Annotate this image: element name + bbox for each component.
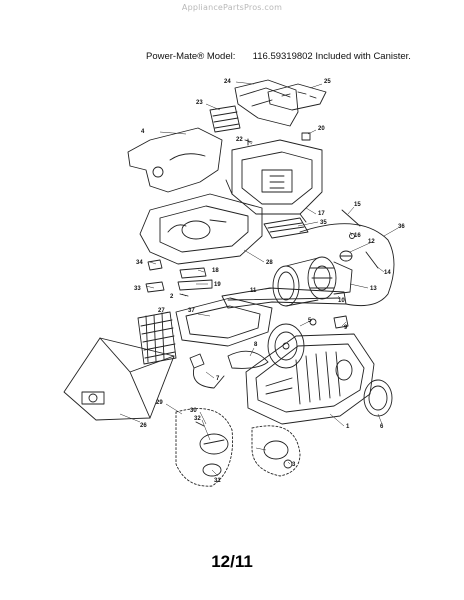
part-motor xyxy=(272,256,353,307)
callout-34: 34 xyxy=(136,260,143,266)
callout-31: 31 xyxy=(214,478,221,484)
callout-7: 7 xyxy=(216,376,220,382)
part-bracket-9 xyxy=(333,315,349,329)
part-cord-reel xyxy=(221,287,347,309)
callout-32: 32 xyxy=(194,416,201,422)
part-motor-cap xyxy=(339,250,353,262)
part-hose-8 xyxy=(227,350,269,369)
part-rod-15 xyxy=(341,209,361,227)
callout-10: 10 xyxy=(338,298,345,304)
part-group-3 xyxy=(251,425,301,477)
callout-2: 2 xyxy=(170,294,174,300)
part-filter-23 xyxy=(209,105,241,133)
callout-26: 26 xyxy=(140,423,147,429)
part-nozzle-7 xyxy=(189,353,225,389)
callout-4: 4 xyxy=(141,129,145,135)
part-washer-16 xyxy=(349,233,355,239)
part-upper-housing xyxy=(225,139,323,223)
part-pad-filter xyxy=(263,217,309,239)
part-valve-32 xyxy=(199,433,229,455)
callout-29: 29 xyxy=(156,400,163,406)
part-group-29 xyxy=(175,408,233,487)
part-screw-30 xyxy=(195,421,205,427)
callout-35: 35 xyxy=(320,220,327,226)
callout-30: 30 xyxy=(190,408,197,414)
callout-14: 14 xyxy=(384,270,391,276)
page-number: 12/11 xyxy=(211,552,253,571)
part-handle xyxy=(267,83,327,111)
callout-1: 1 xyxy=(346,424,350,430)
part-small-block xyxy=(301,132,311,141)
callout-20: 20 xyxy=(318,126,325,132)
callout-25: 25 xyxy=(324,79,331,85)
part-wheel-side xyxy=(363,379,393,417)
callout-17: 17 xyxy=(318,211,325,217)
part-canister-base xyxy=(245,333,375,425)
watermark: AppliancePartsPros.com xyxy=(181,3,283,12)
callout-27: 27 xyxy=(158,308,165,314)
part-dust-bag xyxy=(63,337,175,421)
part-bag-holder xyxy=(175,297,273,347)
callout-3: 3 xyxy=(292,462,296,468)
part-clip-34 xyxy=(147,259,163,271)
callout-11: 11 xyxy=(250,288,257,294)
part-top-cover xyxy=(234,79,299,127)
part-cap-5 xyxy=(309,318,317,326)
callout-12: 12 xyxy=(368,239,375,245)
callout-36: 36 xyxy=(398,224,405,230)
part-tube-18-19 xyxy=(177,267,213,291)
callout-8: 8 xyxy=(254,342,258,348)
part-pin-14 xyxy=(365,251,379,269)
part-seal-31 xyxy=(202,463,222,477)
part-clip-33 xyxy=(145,281,165,293)
part-adapter-3 xyxy=(263,440,293,469)
callout-16: 16 xyxy=(354,233,361,239)
part-gasket xyxy=(127,127,223,193)
callout-28: 28 xyxy=(266,260,273,266)
model-number: 116.59319802 xyxy=(252,51,313,62)
callout-37: 37 xyxy=(188,308,195,314)
callout-23: 23 xyxy=(196,100,203,106)
callout-24: 24 xyxy=(224,79,231,85)
diagram-header: Power-Mate® Model: 116.59319802 Included… xyxy=(146,51,411,62)
part-chassis-top xyxy=(139,193,263,265)
callout-9: 9 xyxy=(344,325,348,331)
callout-19: 19 xyxy=(214,282,221,288)
part-cord-38 xyxy=(299,223,395,307)
callout-5: 5 xyxy=(308,318,312,324)
model-label: Power-Mate® Model: xyxy=(146,51,236,62)
callout-6: 6 xyxy=(380,424,384,430)
callout-22: 22 xyxy=(236,137,243,143)
callout-18: 18 xyxy=(212,268,219,274)
header-note: Included with Canister. xyxy=(315,51,411,62)
callout-15: 15 xyxy=(354,202,361,208)
callout-33: 33 xyxy=(134,286,141,292)
callout-13: 13 xyxy=(370,286,377,292)
